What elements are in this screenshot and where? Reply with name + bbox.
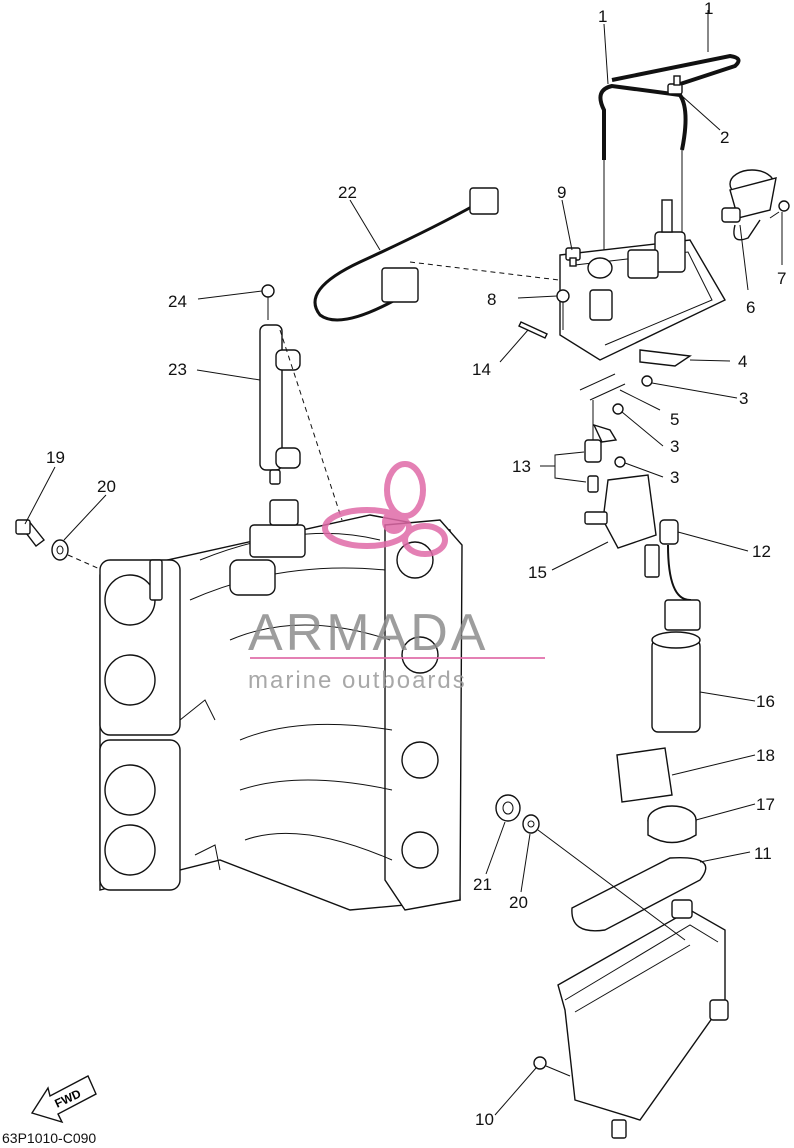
holder-17[interactable] (647, 805, 697, 844)
screw-24[interactable] (261, 284, 275, 320)
callout-16[interactable]: 16 (756, 692, 775, 711)
bracket-5[interactable] (579, 373, 626, 401)
callout-21[interactable]: 21 (473, 875, 492, 894)
sensor-bracket-23[interactable] (259, 324, 343, 521)
callout-18[interactable]: 18 (756, 746, 775, 765)
screw-7[interactable] (769, 200, 790, 219)
callout-7[interactable]: 7 (777, 269, 786, 288)
grommet-12[interactable] (659, 519, 679, 545)
callout-1b[interactable]: 1 (704, 0, 713, 18)
connector-cover-15[interactable] (584, 474, 657, 549)
pressure-regulator-6[interactable] (721, 169, 777, 241)
callout-1a[interactable]: 1 (598, 7, 607, 26)
callout-19[interactable]: 19 (46, 448, 65, 467)
callout-24[interactable]: 24 (168, 292, 187, 311)
hose-joint-2[interactable] (667, 75, 683, 95)
screw-3b[interactable] (612, 403, 624, 415)
fwd-arrow-icon: FWD (30, 1075, 97, 1124)
callout-11[interactable]: 11 (754, 844, 772, 863)
filter-18[interactable] (616, 747, 673, 803)
float-chamber-10[interactable] (557, 899, 729, 1139)
callout-20b[interactable]: 20 (509, 893, 528, 912)
callout-3c[interactable]: 3 (670, 468, 679, 487)
grommet-21[interactable] (495, 794, 521, 822)
callout-8[interactable]: 8 (487, 290, 496, 309)
screw-3c[interactable] (614, 456, 626, 468)
fuel-hose-1[interactable] (598, 53, 741, 300)
watermark-rule (250, 657, 545, 659)
watermark-brand: ARMADA (248, 604, 488, 662)
callout-12[interactable]: 12 (752, 542, 771, 561)
callout-4[interactable]: 4 (738, 352, 747, 371)
callout-6[interactable]: 6 (746, 298, 755, 317)
float-4[interactable] (639, 349, 692, 367)
sensor-lead-22[interactable] (313, 187, 626, 322)
armada-logo-icon (322, 461, 448, 557)
callout-15[interactable]: 15 (528, 563, 547, 582)
fuel-pump-16[interactable] (644, 544, 701, 733)
callout-9[interactable]: 9 (557, 183, 566, 202)
callout-17[interactable]: 17 (756, 795, 775, 814)
callout-3b[interactable]: 3 (670, 437, 679, 456)
pin-14[interactable] (518, 321, 548, 339)
leader-lines (24, 10, 783, 1116)
callout-20a[interactable]: 20 (97, 477, 116, 496)
callout-10[interactable]: 10 (475, 1110, 494, 1129)
watermark: ARMADA marine outboards (248, 461, 545, 694)
callout-2[interactable]: 2 (720, 128, 729, 147)
bolt-9[interactable] (565, 247, 581, 267)
callouts: 1 1 2 9 22 7 6 8 24 4 14 3 23 5 3 19 20 … (46, 0, 786, 1129)
screw-3a[interactable] (641, 375, 653, 387)
needle-valve-13[interactable] (584, 400, 618, 493)
callout-22[interactable]: 22 (338, 183, 357, 202)
vapor-separator-cover[interactable] (559, 199, 726, 361)
bolt-19[interactable] (15, 519, 45, 547)
callout-3a[interactable]: 3 (739, 389, 748, 408)
intake-manifold[interactable] (99, 499, 463, 911)
callout-13[interactable]: 13 (512, 457, 531, 476)
watermark-tagline: marine outboards (248, 667, 467, 694)
washer-20b[interactable] (522, 814, 686, 941)
gasket-11[interactable] (571, 856, 707, 932)
screw-10[interactable] (533, 1056, 571, 1077)
callout-23[interactable]: 23 (168, 360, 187, 379)
callout-5[interactable]: 5 (670, 410, 679, 429)
diagram-code: 63P1010-C090 (2, 1130, 97, 1146)
callout-14[interactable]: 14 (472, 360, 491, 379)
